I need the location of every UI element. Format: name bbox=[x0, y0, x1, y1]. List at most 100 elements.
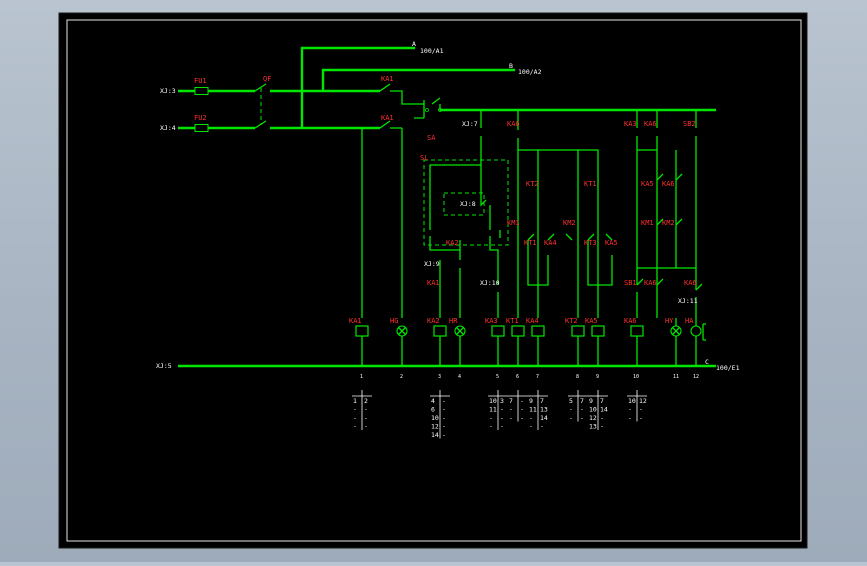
label-sb1: SB1 bbox=[624, 279, 637, 287]
label-km2-b: KM2 bbox=[662, 219, 675, 227]
xref-cell: 10 bbox=[489, 397, 497, 405]
xref-cell: 9 bbox=[589, 397, 593, 405]
xref-cell: - bbox=[509, 414, 513, 422]
xref-cell: - bbox=[500, 406, 504, 414]
label-fu2: FU2 bbox=[194, 114, 207, 122]
label-lamp-hg: HG bbox=[390, 317, 398, 325]
xref-cell: 4 bbox=[431, 397, 435, 405]
label-sa: SA bbox=[427, 134, 436, 142]
bus-c-label: C bbox=[705, 358, 709, 366]
xref-cell: - bbox=[442, 431, 446, 439]
label-coil-ka5: KA5 bbox=[585, 317, 598, 325]
label-ka1-c: KA1 bbox=[427, 279, 440, 287]
terminal-xj8: XJ:8 bbox=[460, 200, 476, 208]
xref-cell: 7 bbox=[509, 397, 513, 405]
label-coil-ka4: KA4 bbox=[526, 317, 539, 325]
bus-a-label: A bbox=[412, 40, 416, 48]
coils-and-lamps bbox=[178, 318, 716, 368]
wire-number: 11 bbox=[673, 374, 679, 380]
xref-cell: - bbox=[442, 423, 446, 431]
xref-cell: - bbox=[442, 397, 446, 405]
xref-cell: 7 bbox=[600, 397, 604, 405]
xref-table: 7----- bbox=[508, 390, 528, 422]
wire-number: 12 bbox=[693, 374, 699, 380]
label-ka4-a: KA4 bbox=[544, 239, 557, 247]
xref-cell: 5 bbox=[569, 397, 573, 405]
label-ka1-top: KA1 bbox=[381, 75, 394, 83]
wire-number: 5 bbox=[496, 374, 499, 380]
label-kt2-a: KT2 bbox=[526, 180, 539, 188]
xref-cell: - bbox=[500, 414, 504, 422]
wire-numbers: 1 2 3 4 5 6 7 8 9 10 11 12 bbox=[360, 374, 699, 380]
xref-cell: 7 bbox=[580, 397, 584, 405]
label-kt1-b: KT1 bbox=[524, 239, 537, 247]
terminal-xj11: XJ:11 bbox=[678, 297, 698, 305]
xref-cell: - bbox=[580, 406, 584, 414]
bus-c-ref: 100/E1 bbox=[716, 364, 740, 372]
xref-cell: - bbox=[600, 423, 604, 431]
control-circuit bbox=[423, 108, 716, 318]
label-kt1-a: KT1 bbox=[584, 180, 597, 188]
xref-cell: - bbox=[489, 414, 493, 422]
label-km1-b: KM1 bbox=[641, 219, 654, 227]
xref-cell: - bbox=[364, 406, 368, 414]
wire-number: 1 bbox=[360, 374, 363, 380]
drawing-sheet bbox=[58, 12, 808, 549]
label-ka1-bottom: KA1 bbox=[381, 114, 394, 122]
label-ka3-a: KA3 bbox=[624, 120, 637, 128]
xref-cell: 10 bbox=[431, 414, 439, 422]
bus-a-ref: 100/A1 bbox=[420, 47, 444, 55]
xref-cell: - bbox=[442, 406, 446, 414]
xref-cell: 11 bbox=[489, 406, 497, 414]
wire-number: 10 bbox=[633, 374, 639, 380]
xref-cell: - bbox=[509, 406, 513, 414]
wire-number: 7 bbox=[536, 374, 539, 380]
label-fu1: FU1 bbox=[194, 77, 207, 85]
xref-cell: - bbox=[364, 423, 368, 431]
label-lamp-hy: HY bbox=[665, 317, 674, 325]
xref-cell: - bbox=[520, 406, 524, 414]
xref-cell: - bbox=[353, 423, 357, 431]
component-labels: FU1 FU2 QF KA1 KA1 SA SL KA6 KM1 KA2 KA1… bbox=[194, 75, 697, 325]
label-ka6-e: KA6 bbox=[684, 279, 697, 287]
xref-table: 4-6-10-12-14- bbox=[430, 390, 450, 439]
label-ka6-b: KA6 bbox=[644, 120, 657, 128]
xref-cell: - bbox=[489, 423, 493, 431]
xref-cell: - bbox=[529, 423, 533, 431]
xref-cell: 13 bbox=[540, 406, 548, 414]
label-coil-ka2: KA2 bbox=[427, 317, 440, 325]
xref-cell: - bbox=[628, 406, 632, 414]
xref-cell: - bbox=[520, 414, 524, 422]
xref-cell: 6 bbox=[431, 406, 435, 414]
label-ka5-b: KA5 bbox=[641, 180, 654, 188]
xref-cell: 9 bbox=[529, 397, 533, 405]
label-coil-kt1: KT1 bbox=[506, 317, 519, 325]
xref-cell: 11 bbox=[529, 406, 537, 414]
label-kt3-a: KT3 bbox=[584, 239, 597, 247]
xref-cell: - bbox=[569, 414, 573, 422]
xref-cell: - bbox=[353, 406, 357, 414]
label-lamp-hr: HR bbox=[449, 317, 458, 325]
label-ka2-a: KA2 bbox=[446, 239, 459, 247]
terminal-xj5: XJ:5 bbox=[156, 362, 172, 370]
label-horn-ha: HA bbox=[685, 317, 694, 325]
label-qf: QF bbox=[263, 75, 271, 83]
xref-cell: - bbox=[569, 406, 573, 414]
label-coil-ka1: KA1 bbox=[349, 317, 362, 325]
label-sb2: SB2 bbox=[683, 120, 696, 128]
label-ka5-a: KA5 bbox=[605, 239, 618, 247]
xref-cell: - bbox=[639, 414, 643, 422]
xref-cell: 1 bbox=[353, 397, 357, 405]
xref-cell: 13 bbox=[589, 423, 597, 431]
xref-cell: 10 bbox=[589, 406, 597, 414]
label-coil-ka6: KA6 bbox=[624, 317, 637, 325]
xref-cell: - bbox=[500, 423, 504, 431]
wire-number: 6 bbox=[516, 374, 519, 380]
terminal-xj9: XJ:9 bbox=[424, 260, 440, 268]
xref-cell: - bbox=[639, 406, 643, 414]
